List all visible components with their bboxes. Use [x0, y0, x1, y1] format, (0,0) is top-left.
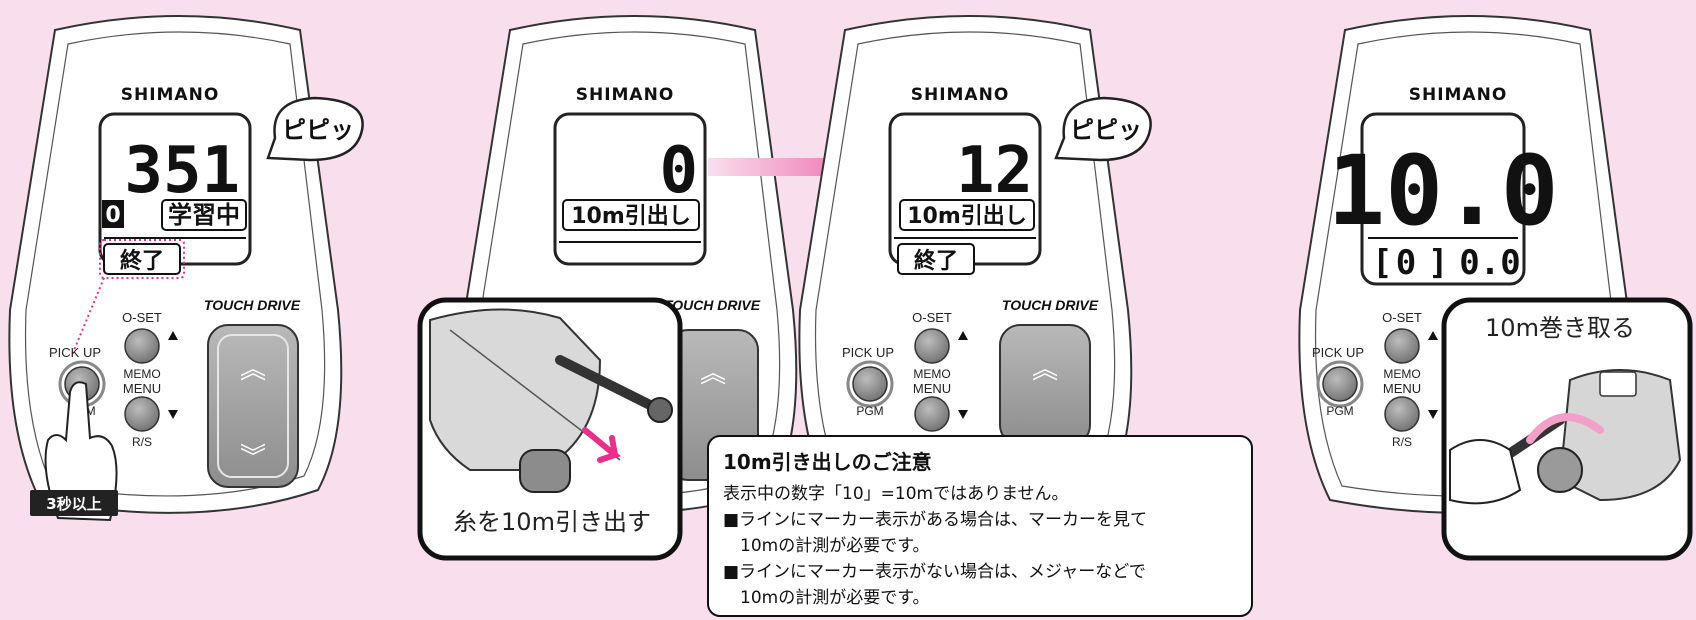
o-set-label: O-SET [1382, 310, 1422, 325]
brand-logo: SHIMANO [1409, 85, 1508, 105]
lcd-end-text[interactable]: 終了 [914, 248, 958, 274]
lcd-number: 12 [956, 134, 1033, 208]
lcd-number: 10.0 [1327, 135, 1558, 247]
memo-up-button[interactable] [914, 328, 950, 364]
pick-up-button[interactable] [852, 366, 888, 402]
pgm-label: PGM [1326, 404, 1353, 418]
end-button-frame [103, 243, 181, 275]
finger-icon [44, 381, 118, 522]
hold-badge [30, 490, 118, 516]
note-title: 10m引き出しのご注意 [723, 450, 932, 474]
up-triangle-icon [1428, 331, 1438, 340]
memo-label: MEMO [1383, 367, 1420, 381]
beep-bubble [266, 96, 364, 162]
lcd-number: 351 [124, 134, 240, 208]
lcd-mode-digit-box [102, 200, 124, 228]
hand-icon [1449, 439, 1522, 505]
touch-drive-pad[interactable] [999, 324, 1091, 446]
lcd-number: 0 [659, 134, 698, 208]
menu-label: MENU [123, 381, 161, 396]
rs-label: R/S [132, 435, 152, 449]
rs-label: R/S [1392, 435, 1412, 449]
note-line: 10mの計測が必要です。 [723, 536, 930, 556]
o-set-label: O-SET [912, 310, 952, 325]
lcd-bracket-left: [ [1372, 243, 1392, 283]
brand-logo: SHIMANO [576, 85, 675, 105]
memo-up-button[interactable] [1384, 328, 1420, 364]
note-line: ■ラインにマーカー表示がない場合は、メジャーなどで [723, 562, 1146, 582]
brand-logo: SHIMANO [911, 85, 1010, 105]
reel-illustration-icon [429, 308, 673, 493]
touch-drive-label: TOUCH DRIVE [1002, 297, 1099, 313]
chevron-up-icon: ︽ [240, 355, 266, 385]
brand-logo: SHIMANO [121, 85, 220, 105]
pick-up-label: PICK UP [1312, 345, 1364, 360]
lcd-sub-text: 10m引出し [571, 204, 691, 229]
pick-up-label: PICK UP [49, 345, 101, 360]
down-triangle-icon [958, 410, 968, 419]
panel-1-learning-end: SHIMANO 351 0 学習中 終了 ピピッ PICK UP PGM O-S… [8, 15, 364, 522]
menu-down-button[interactable] [1384, 396, 1420, 432]
beep-bubble [1054, 96, 1152, 162]
pull-arrow-icon [582, 427, 622, 463]
lcd-screen [1360, 112, 1526, 286]
touch-drive-pad[interactable] [207, 324, 299, 488]
panel-3-pull-complete: SHIMANO 12 10m引出し 終了 ピピッ PICK UP PGM O-S… [798, 15, 1152, 514]
lcd-sub-text: 10m引出し [907, 204, 1027, 229]
panel-4-wind-up: SHIMANO 10.0 [ 0 ] 0.0 PICK UP PGM O-SET… [1298, 15, 1693, 561]
caution-note: 10m引き出しのご注意 表示中の数字「10」=10mではありません。 ■ラインに… [707, 435, 1253, 617]
down-triangle-icon [1428, 410, 1438, 419]
memo-label: MEMO [123, 367, 160, 381]
note-line: ■ラインにマーカー表示がある場合は、マーカーを見て [723, 510, 1147, 530]
touch-drive-label: TOUCH DRIVE [204, 297, 301, 313]
reel-winding-icon [1449, 369, 1682, 505]
chevron-up-icon: ︽ [700, 359, 726, 389]
lcd-mode-text: 学習中 [168, 201, 240, 229]
pick-up-label: PICK UP [842, 345, 894, 360]
menu-label: MENU [913, 381, 951, 396]
menu-down-button[interactable] [124, 396, 160, 432]
memo-up-button[interactable] [124, 328, 160, 364]
memo-label: MEMO [913, 367, 950, 381]
note-line: 10mの計測が必要です。 [723, 588, 930, 608]
lcd-mode-digit: 0 [105, 203, 120, 228]
hold-badge-text: 3秒以上 [46, 495, 101, 513]
note-line: 表示中の数字「10」=10mではありません。 [723, 484, 1069, 504]
lcd-screen [553, 112, 707, 266]
menu-label: MENU [1383, 381, 1421, 396]
touch-drive-label: TOUCH DRIVE [664, 297, 761, 313]
pgm-label: PGM [856, 404, 883, 418]
beep-text: ピピッ [282, 116, 354, 144]
lcd-counter: 0 [1396, 243, 1416, 283]
up-triangle-icon [168, 331, 178, 340]
inset-caption: 10m巻き取る [1485, 314, 1635, 342]
rotate-arrow-icon [1526, 413, 1604, 444]
menu-down-button[interactable] [914, 396, 950, 432]
up-triangle-icon [958, 331, 968, 340]
down-triangle-icon [168, 410, 178, 419]
chevron-down-icon: ︾ [240, 443, 266, 473]
lcd-depth: 0.0 [1459, 243, 1520, 283]
pick-up-button[interactable] [1322, 366, 1358, 402]
chevron-up-icon: ︽ [1032, 355, 1058, 385]
lcd-bracket-right: ] [1428, 243, 1448, 283]
lcd-end-text[interactable]: 終了 [120, 248, 164, 274]
inset-caption: 糸を10m引き出す [453, 508, 651, 536]
beep-text: ピピッ [1070, 116, 1142, 144]
o-set-label: O-SET [122, 310, 162, 325]
